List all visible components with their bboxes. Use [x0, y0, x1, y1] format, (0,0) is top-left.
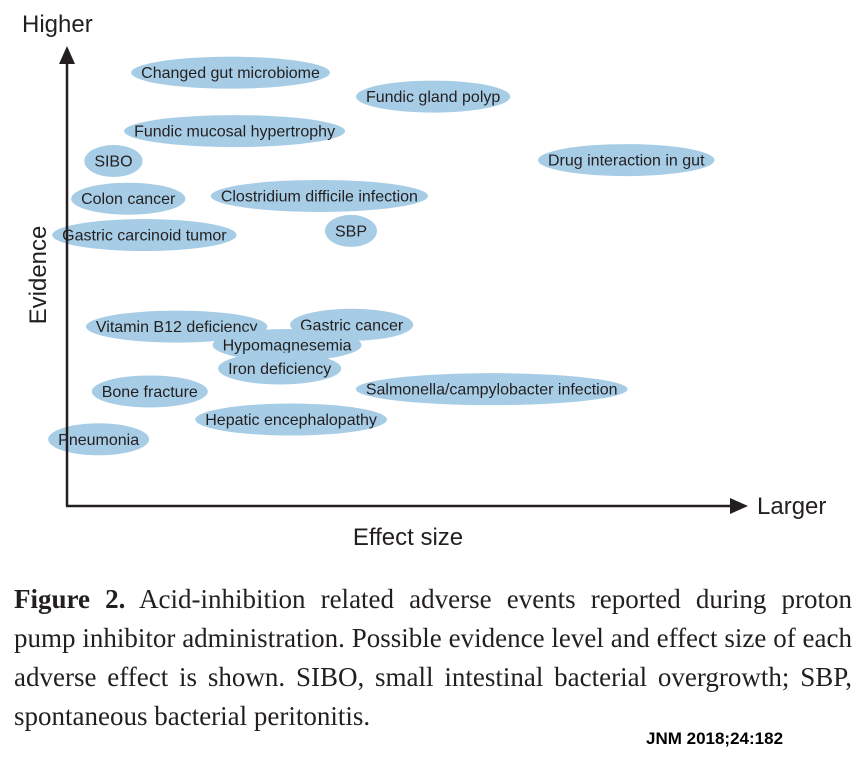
bubble-9: Vitamin B12 deficiency [85, 310, 268, 343]
bubble-label: SIBO [94, 154, 132, 171]
bubble-ellipse [195, 403, 387, 436]
bubble-label: Clostridium difficile infection [221, 188, 418, 205]
bubble-ellipse [71, 182, 186, 215]
bubble-0: Changed gut microbiome [131, 56, 330, 89]
bubble-label: SBP [335, 223, 367, 240]
bubble-5: Colon cancer [71, 182, 186, 215]
bubble-label: Gastric cancer [300, 317, 404, 334]
bubble-6: Clostridium difficile infection [210, 179, 428, 212]
bubble-label: Changed gut microbiome [141, 65, 320, 82]
x-axis-arrow-icon [730, 498, 748, 514]
bubble-ellipse [537, 144, 715, 177]
bubble-ellipse [85, 310, 268, 343]
y-axis-title: Evidence [25, 226, 52, 325]
x-axis-end-label: Larger [757, 493, 826, 520]
bubble-16: Pneumonia [48, 423, 150, 456]
source-citation: JNM 2018;24:182 [646, 729, 784, 748]
bubble-ellipse [131, 56, 330, 89]
bubble-ellipse [124, 115, 346, 148]
bubble-label: Fundic mucosal hypertrophy [134, 124, 335, 141]
bubble-label: Pneumonia [58, 432, 139, 449]
bubble-ellipse [355, 373, 628, 406]
bubble-ellipse [52, 219, 237, 252]
caption-text: Acid-inhibition related adverse events r… [14, 584, 852, 731]
bubble-ellipse [212, 329, 362, 361]
bubble-ellipse [218, 352, 342, 385]
bubble-14: Bone fracture [91, 375, 208, 408]
bubble-ellipse [84, 145, 143, 177]
bubble-label: Salmonella/campylobacter infection [366, 382, 618, 399]
bubble-label: Gastric carcinoid tumor [62, 228, 227, 245]
bubble-label: Drug interaction in gut [548, 153, 705, 170]
bubble-ellipse [355, 80, 511, 113]
bubble-2: Fundic mucosal hypertrophy [124, 115, 346, 148]
bubble-label: Bone fracture [102, 384, 198, 401]
bubble-1: Fundic gland polyp [355, 80, 511, 113]
figure-caption: Figure 2. Acid-inhibition related advers… [14, 580, 852, 736]
figure-label: Figure 2. [14, 584, 126, 614]
bubble-label: Hypomagnesemia [223, 338, 352, 355]
bubble-11: Hypomagnesemia [212, 329, 362, 361]
bubble-7: SBP [324, 214, 378, 247]
y-axis-end-label: Higher [22, 11, 93, 38]
bubble-ellipse [324, 214, 378, 247]
bubble-13: Salmonella/campylobacter infection [355, 373, 628, 406]
bubble-12: Iron deficiency [218, 352, 342, 385]
bubble-ellipse [210, 179, 428, 212]
bubble-4: Drug interaction in gut [537, 144, 715, 177]
bubble-ellipse [48, 423, 150, 456]
bubble-8: Gastric carcinoid tumor [52, 219, 237, 252]
bubble-label: Vitamin B12 deficiency [96, 319, 258, 336]
bubble-label: Iron deficiency [228, 361, 331, 378]
bubble-15: Hepatic encephalopathy [195, 403, 387, 436]
bubble-label: Hepatic encephalopathy [205, 412, 377, 429]
y-axis-arrow-icon [59, 46, 75, 64]
bubble-ellipse [91, 375, 208, 408]
bubble-3: SIBO [84, 145, 143, 177]
bubble-label: Colon cancer [81, 191, 176, 208]
bubble-label: Fundic gland polyp [366, 89, 500, 106]
x-axis-title: Effect size [353, 524, 463, 551]
